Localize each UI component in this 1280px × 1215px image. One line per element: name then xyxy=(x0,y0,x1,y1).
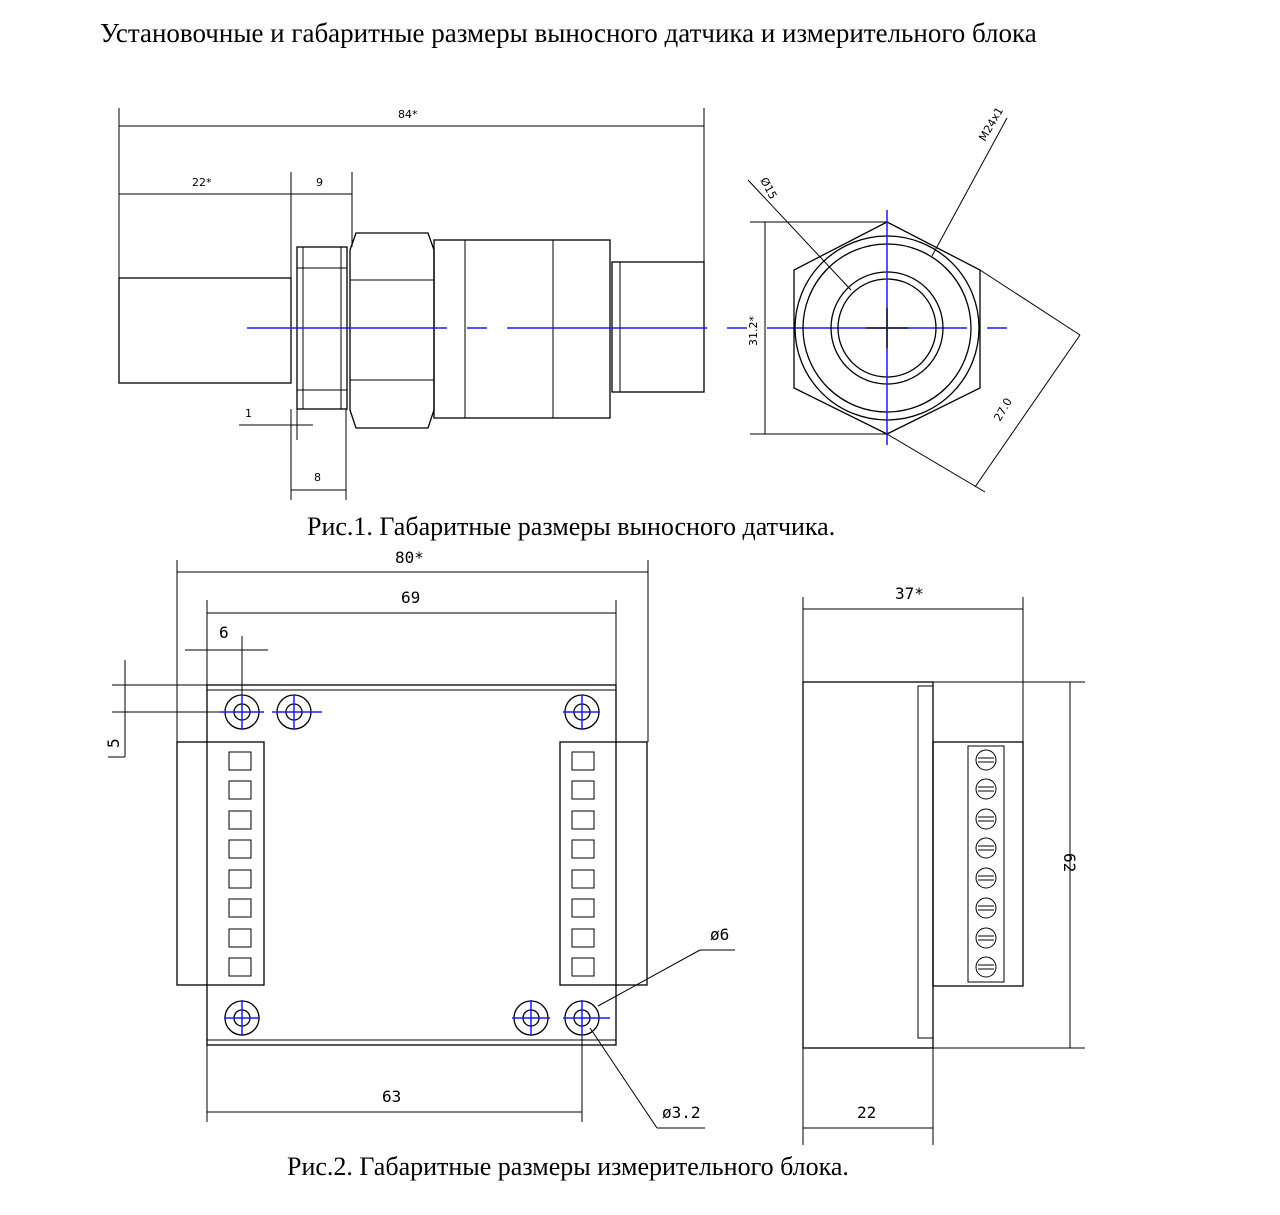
dim-22-base: 22 xyxy=(857,1103,876,1122)
dim-63: 63 xyxy=(382,1087,401,1106)
right-terminal-block xyxy=(559,741,648,986)
figure-1-caption: Рис.1. Габаритные размеры выносного датч… xyxy=(307,512,836,541)
hex-nut xyxy=(349,232,435,429)
mount-hole xyxy=(220,694,264,730)
dim-m24: M24x1 xyxy=(976,105,1006,144)
fig2-side-view: 37* 62 22 xyxy=(802,584,1085,1145)
mount-hole xyxy=(272,694,322,730)
dim-8: 8 xyxy=(314,471,321,484)
dim-69: 69 xyxy=(401,588,420,607)
sensor-fitting xyxy=(611,261,705,393)
mount-hole xyxy=(224,1000,260,1036)
right-terminals xyxy=(571,751,595,977)
side-terminal-screws xyxy=(975,749,997,978)
dim-5: 5 xyxy=(104,738,123,748)
unit-side-body xyxy=(802,681,934,1049)
dim-hole-3-2: ø3.2 xyxy=(662,1103,701,1122)
dim-37: 37* xyxy=(895,584,924,603)
fig1-end-view: 31.2* Ø15 M24x1 27.0 xyxy=(747,105,1081,493)
dim-31-2: 31.2* xyxy=(747,316,760,346)
mount-hole xyxy=(563,694,600,730)
dim-22: 22* xyxy=(192,176,212,189)
dim-1: 1 xyxy=(245,407,252,420)
dim-9: 9 xyxy=(316,176,323,189)
sensor-body xyxy=(118,277,292,384)
mount-hole xyxy=(512,1000,550,1036)
unit-plate xyxy=(206,684,617,1046)
fig2-front-view: 80* 69 6 5 63 ø6 ø3.2 xyxy=(104,548,735,1129)
left-terminal-block xyxy=(176,741,265,986)
mount-hole xyxy=(563,1000,610,1036)
dim-d15: Ø15 xyxy=(757,175,779,201)
side-terminal-block xyxy=(932,741,1024,987)
sensor-middle xyxy=(433,239,611,419)
left-terminals xyxy=(228,751,252,977)
dim-hole-6: ø6 xyxy=(710,925,729,944)
dim-27: 27.0 xyxy=(991,396,1015,424)
dim-6: 6 xyxy=(219,623,229,642)
dim-80: 80* xyxy=(395,548,424,567)
figure-2-caption: Рис.2. Габаритные размеры измерительного… xyxy=(287,1152,849,1181)
dim-62: 62 xyxy=(1060,853,1079,872)
page-heading: Установочные и габаритные размеры выносн… xyxy=(100,18,1037,48)
dim-84: 84* xyxy=(398,108,418,121)
fig1-side-view: 84* 22* 9 1 8 xyxy=(118,108,1017,500)
